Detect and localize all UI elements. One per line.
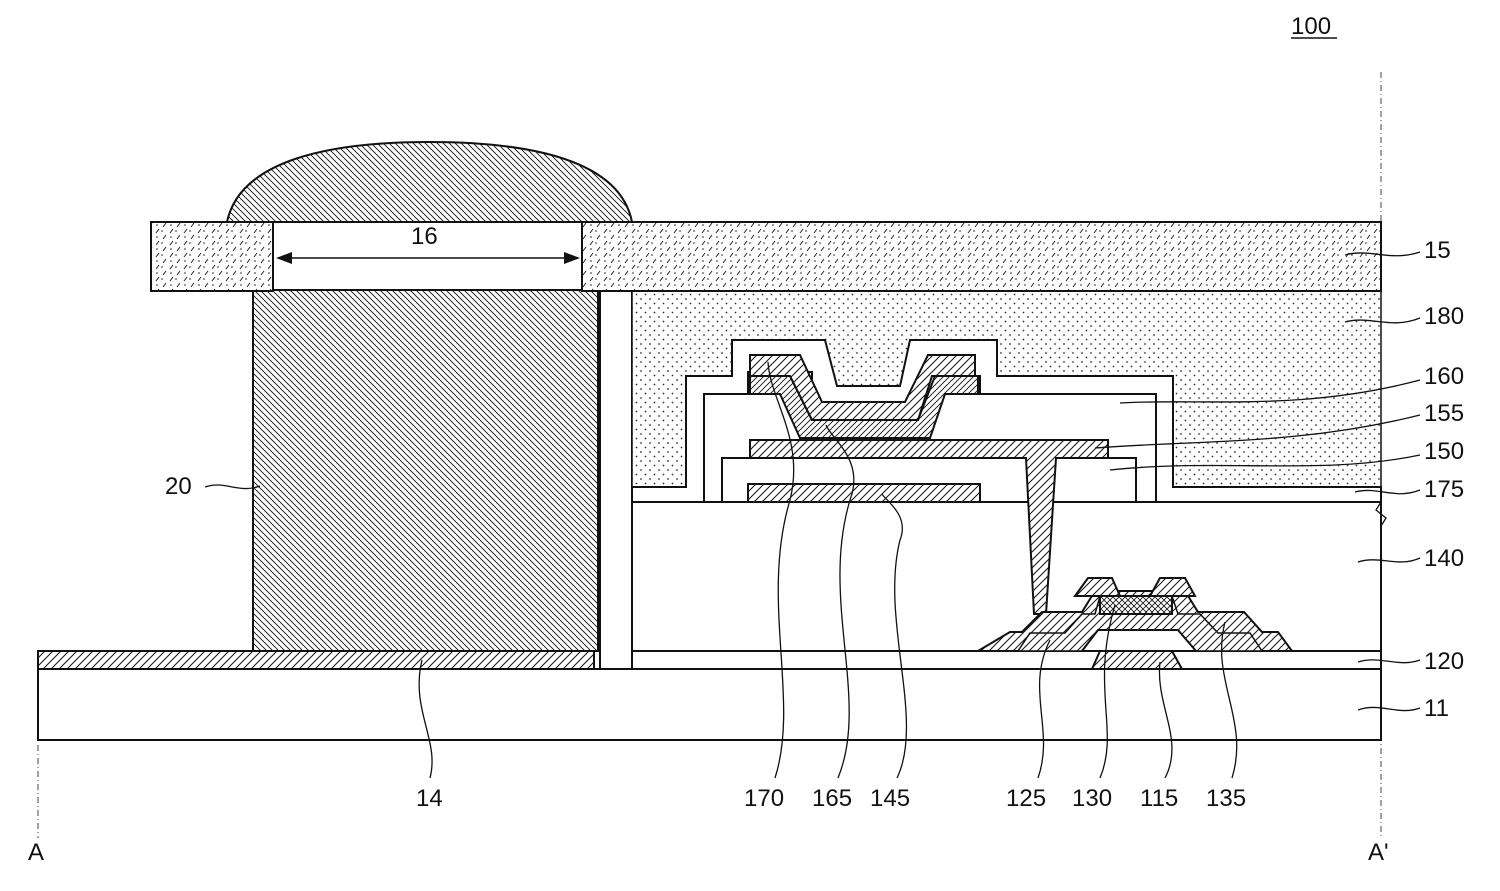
- label-160: 160: [1424, 363, 1464, 390]
- substrate-layer-11: [38, 669, 1381, 740]
- cover-15-right: [582, 222, 1381, 291]
- label-145: 145: [870, 785, 910, 812]
- label-180: 180: [1424, 303, 1464, 330]
- electrode-145: [748, 484, 980, 502]
- label-11: 11: [1424, 695, 1449, 722]
- label-15: 15: [1424, 237, 1451, 264]
- section-label-end: A': [1368, 839, 1389, 866]
- label-130: 130: [1072, 785, 1112, 812]
- label-135: 135: [1206, 785, 1246, 812]
- section-label-start: A: [28, 839, 44, 866]
- arrowhead-right: [564, 252, 580, 264]
- vertical-wall: [600, 290, 632, 669]
- gate-insulator-step: [1082, 630, 1196, 651]
- label-14: 14: [416, 785, 443, 812]
- insulator-layer-140: [632, 502, 1381, 651]
- leader-20: [205, 485, 260, 489]
- label-115: 115: [1140, 785, 1178, 812]
- label-20: 20: [165, 473, 192, 500]
- label-175: 175: [1424, 476, 1464, 503]
- gate-insulator-120: [632, 651, 1381, 669]
- label-165: 165: [812, 785, 852, 812]
- dome-cap: [227, 142, 632, 222]
- label-140: 140: [1424, 545, 1464, 572]
- figure-ref: 100: [1291, 13, 1331, 40]
- label-125: 125: [1006, 785, 1046, 812]
- label-150: 150: [1424, 438, 1464, 465]
- pad-electrode-14: [38, 651, 594, 669]
- cover-15-left: [151, 222, 273, 291]
- active-layer-130: [1100, 596, 1172, 614]
- arrowhead-left: [276, 252, 292, 264]
- label-155: 155: [1424, 400, 1464, 427]
- label-170: 170: [744, 785, 784, 812]
- label-16: 16: [411, 223, 438, 250]
- conductive-member-20: [253, 290, 598, 651]
- label-120: 120: [1424, 648, 1464, 675]
